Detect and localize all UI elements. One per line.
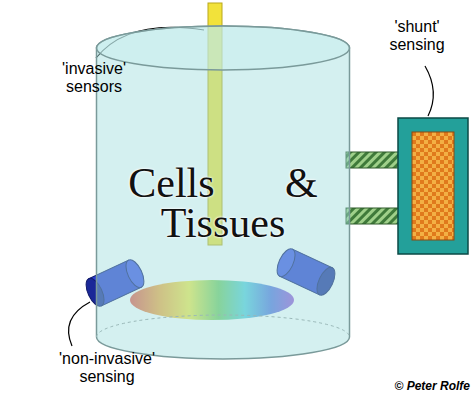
cylinder-top bbox=[97, 26, 350, 70]
callout-label: 'non-invasive' sensing bbox=[42, 350, 172, 387]
cylinder-base-back bbox=[97, 315, 350, 337]
chamber-title: Cells & Tissues bbox=[95, 163, 351, 243]
shunt-tube bbox=[346, 152, 402, 168]
shunt-sensor-element bbox=[412, 132, 454, 240]
tissue-chamber: Cells & Tissues bbox=[95, 25, 351, 361]
callout-label: 'shunt' sensing bbox=[376, 18, 458, 55]
copyright-note: © Peter Rolfe bbox=[372, 380, 470, 394]
leader-line bbox=[425, 66, 433, 116]
shunt-box bbox=[398, 118, 468, 254]
callout-label: 'invasive' sensors bbox=[48, 60, 140, 97]
leader-line bbox=[69, 302, 90, 346]
shunt-tube bbox=[346, 208, 402, 224]
